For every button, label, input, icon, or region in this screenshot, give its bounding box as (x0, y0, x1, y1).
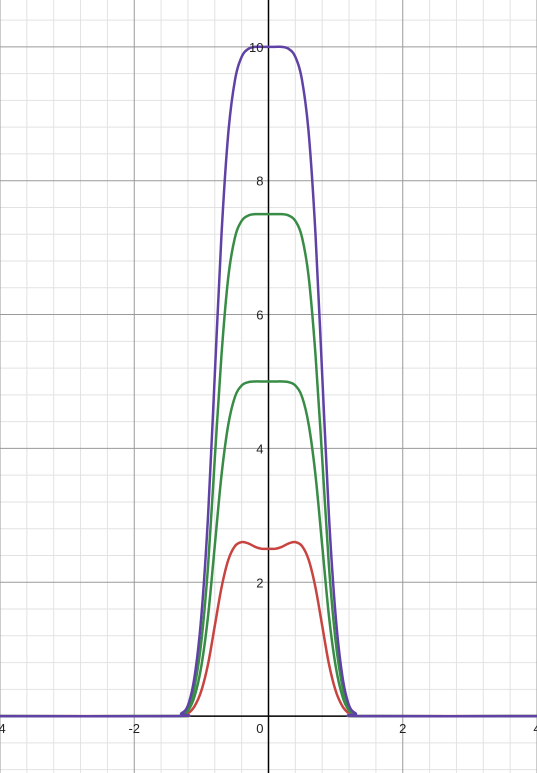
y-tick-label: 8 (256, 174, 263, 189)
tick-labels: -4 -2 0 2 4 2 4 6 8 10 (0, 40, 537, 736)
series-line-3[interactable] (0, 212, 537, 718)
x-tick-label: -4 (0, 721, 6, 736)
series-line-1[interactable] (0, 540, 537, 718)
x-tick-label: 2 (399, 721, 406, 736)
series-layer (0, 45, 537, 718)
x-tick-label: 4 (533, 721, 537, 736)
y-tick-label: 10 (249, 40, 263, 55)
x-tick-label: 0 (256, 721, 263, 736)
series-line-2[interactable] (0, 380, 537, 718)
y-tick-label: 6 (256, 308, 263, 323)
series-line-4[interactable] (0, 45, 537, 718)
y-tick-label: 4 (256, 441, 263, 456)
y-tick-label: 2 (256, 575, 263, 590)
x-tick-label: -2 (128, 721, 140, 736)
